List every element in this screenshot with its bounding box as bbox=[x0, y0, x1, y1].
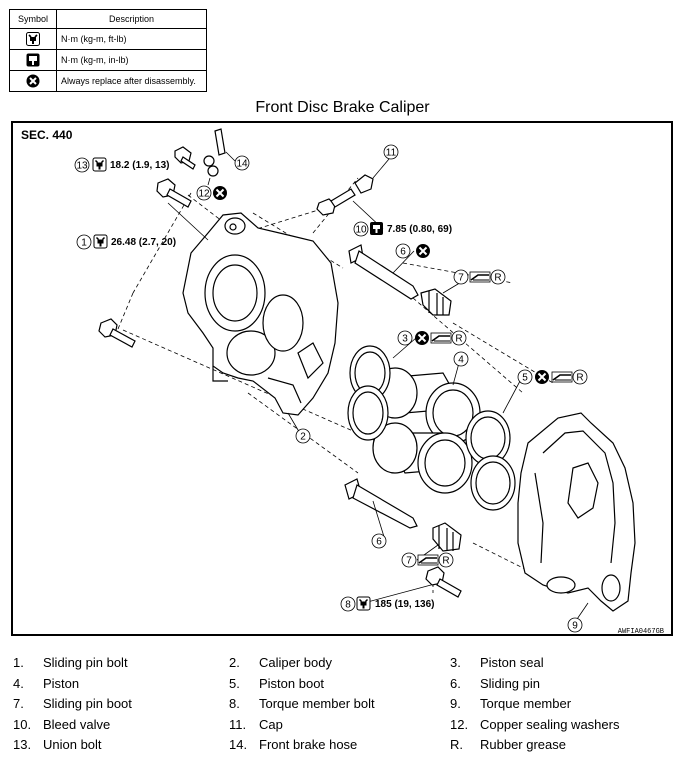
legend-header-row: Symbol Description bbox=[9, 9, 207, 29]
list-item: 13.Union bolt bbox=[13, 737, 102, 752]
svg-text:7: 7 bbox=[458, 273, 464, 284]
svg-text:2: 2 bbox=[300, 432, 306, 443]
callout-13: 13 bbox=[74, 157, 90, 173]
list-item: 9.Torque member bbox=[450, 696, 572, 711]
replace-x-icon bbox=[212, 185, 228, 201]
section-label: SEC. 440 bbox=[21, 128, 73, 142]
torque-wrench-icon bbox=[93, 234, 108, 249]
callout-4: 4 bbox=[453, 351, 469, 367]
svg-text:10: 10 bbox=[355, 225, 367, 236]
list-item: 14.Front brake hose bbox=[229, 737, 358, 752]
list-item: 1.Sliding pin bolt bbox=[13, 655, 128, 670]
torque-spec-1: 26.48 (2.7, 20) bbox=[111, 237, 176, 248]
svg-text:12: 12 bbox=[198, 189, 210, 200]
sliding-pins bbox=[344, 244, 419, 529]
symbol-legend-table: Symbol Description N·m (kg-m, ft-lb) N·m… bbox=[9, 9, 207, 92]
callout-2: 2 bbox=[295, 428, 311, 444]
list-item: 5.Piston boot bbox=[229, 676, 325, 691]
replace-x-icon bbox=[415, 243, 431, 259]
list-item: 6.Sliding pin bbox=[450, 676, 540, 691]
torque-spec-8: 185 (19, 136) bbox=[375, 599, 435, 610]
figure-code: AWFIA0467GB bbox=[618, 628, 664, 636]
svg-text:8: 8 bbox=[345, 600, 351, 611]
callout-9: 9 bbox=[567, 617, 583, 633]
legend-desc-3: Always replace after disassembly. bbox=[56, 70, 207, 92]
grease-mark: R bbox=[576, 373, 583, 384]
diagram-title: Front Disc Brake Caliper bbox=[255, 99, 430, 116]
svg-text:3: 3 bbox=[402, 334, 408, 345]
torque-spec-13: 18.2 (1.9, 13) bbox=[110, 160, 169, 171]
svg-text:7: 7 bbox=[406, 556, 412, 567]
list-item: 11.Cap bbox=[229, 717, 283, 732]
replace-x-icon bbox=[414, 330, 430, 346]
diagram-drawing: SEC. 440 bbox=[21, 128, 664, 636]
replace-x-icon bbox=[534, 369, 550, 385]
svg-text:6: 6 bbox=[400, 247, 406, 258]
grease-marks: R R R R bbox=[417, 269, 588, 568]
pistons bbox=[372, 367, 481, 494]
list-item: 2.Caliper body bbox=[229, 655, 332, 670]
callouts: 13 14 12 11 1 10 6 7 3 4 5 2 6 7 8 9 bbox=[74, 144, 583, 633]
svg-text:6: 6 bbox=[376, 537, 382, 548]
callout-6b: 6 bbox=[371, 533, 387, 549]
torque-spec-10: 7.85 (0.80, 69) bbox=[387, 224, 452, 235]
list-item: 8.Torque member bolt bbox=[229, 696, 375, 711]
list-item: 7.Sliding pin boot bbox=[13, 696, 132, 711]
torque-specs: 18.2 (1.9, 13) 26.48 (2.7, 20) 7.85 (0.8… bbox=[92, 157, 452, 611]
torque-wrench-small-icon bbox=[26, 53, 40, 67]
piston-seals bbox=[347, 345, 391, 441]
grease-icon bbox=[469, 271, 491, 283]
replace-x-icon bbox=[26, 74, 40, 88]
alignment-lines bbox=[117, 177, 554, 593]
callout-1: 1 bbox=[76, 234, 92, 250]
list-item: 12.Copper sealing washers bbox=[450, 717, 620, 732]
svg-text:11: 11 bbox=[386, 148, 397, 159]
legend-desc-2: N·m (kg-m, in-lb) bbox=[56, 49, 207, 71]
list-item: 10.Bleed valve bbox=[13, 717, 111, 732]
grease-icon bbox=[417, 554, 439, 566]
svg-text:13: 13 bbox=[76, 161, 88, 172]
svg-text:4: 4 bbox=[458, 355, 464, 366]
callout-7a: 7 bbox=[453, 269, 469, 285]
caliper-body bbox=[182, 212, 339, 416]
exploded-view-diagram: SEC. 440 bbox=[11, 121, 673, 636]
callout-12: 12 bbox=[196, 185, 212, 201]
grease-mark: R bbox=[442, 556, 449, 567]
legend-row: Always replace after disassembly. bbox=[9, 70, 207, 92]
torque-wrench-small-icon bbox=[370, 222, 383, 235]
list-item: 4.Piston bbox=[13, 676, 80, 691]
bolts bbox=[98, 128, 462, 598]
svg-text:14: 14 bbox=[236, 159, 248, 170]
legend-header-symbol: Symbol bbox=[9, 9, 57, 29]
svg-text:5: 5 bbox=[522, 373, 528, 384]
legend-header-description: Description bbox=[56, 9, 207, 29]
callout-8: 8 bbox=[340, 596, 356, 612]
legend-row: N·m (kg-m, ft-lb) bbox=[9, 28, 207, 50]
piston-boots bbox=[465, 410, 516, 511]
torque-wrench-icon bbox=[26, 32, 40, 46]
svg-text:1: 1 bbox=[81, 238, 87, 249]
torque-wrench-icon bbox=[356, 596, 371, 611]
grease-mark: R bbox=[494, 273, 501, 284]
list-item: R.Rubber grease bbox=[450, 737, 566, 752]
svg-text:9: 9 bbox=[572, 621, 578, 632]
grease-icon bbox=[551, 371, 573, 383]
callout-14: 14 bbox=[234, 155, 250, 171]
sliding-pin-boots bbox=[420, 288, 462, 552]
callout-7b: 7 bbox=[401, 552, 417, 568]
callout-3: 3 bbox=[397, 330, 413, 346]
legend-desc-1: N·m (kg-m, ft-lb) bbox=[56, 28, 207, 50]
torque-member bbox=[517, 412, 636, 612]
grease-mark: R bbox=[455, 334, 462, 345]
callout-10: 10 bbox=[353, 221, 369, 237]
grease-icon bbox=[430, 332, 452, 344]
torque-wrench-icon bbox=[92, 157, 107, 172]
legend-row: N·m (kg-m, in-lb) bbox=[9, 49, 207, 71]
list-item: 3.Piston seal bbox=[450, 655, 544, 670]
callout-5: 5 bbox=[517, 369, 533, 385]
callout-6a: 6 bbox=[395, 243, 411, 259]
callout-11: 11 bbox=[383, 144, 399, 160]
